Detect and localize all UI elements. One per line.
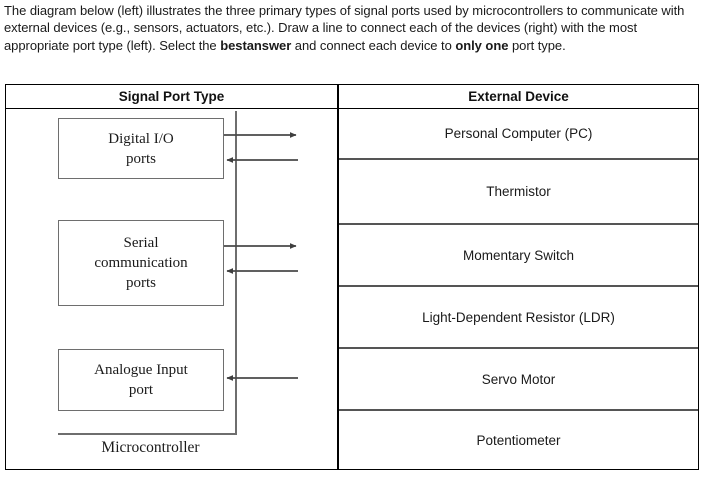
device-label: Personal Computer (PC)	[444, 126, 593, 141]
device-label: Thermistor	[486, 184, 551, 199]
device-label: Momentary Switch	[462, 247, 575, 263]
header-external-device: External Device	[468, 89, 569, 104]
port-box-line-2: port	[128, 382, 154, 398]
port-box-serial-communication[interactable]: Serial communication ports	[58, 220, 224, 306]
microcontroller-boundary-vertical	[235, 111, 237, 435]
port-box-line-1: Serial	[123, 235, 159, 251]
device-row-thermistor[interactable]: Thermistor	[339, 160, 698, 223]
question-instructions: The diagram below (left) illustrates the…	[4, 2, 694, 54]
device-label: Light-Dependent Resistor (LDR)	[422, 309, 615, 325]
intro-emphasis-answer: answer	[246, 37, 292, 53]
device-label: Potentiometer	[476, 432, 561, 448]
device-label: Servo Motor	[481, 371, 556, 387]
microcontroller-boundary-bottom	[58, 433, 237, 435]
port-box-line-2: ports	[126, 150, 156, 167]
device-row-servo-motor[interactable]: Servo Motor	[339, 349, 698, 409]
port-box-digital-io[interactable]: Digital I/O ports	[58, 118, 224, 179]
intro-line-2: microcontrollers to communicate with ext…	[4, 3, 685, 36]
port-box-line-1: Digital I/O	[108, 130, 174, 147]
port-box-analogue-input[interactable]: Analogue Input port	[58, 349, 224, 411]
device-row-ldr[interactable]: Light-Dependent Resistor (LDR)	[339, 287, 698, 347]
intro-emphasis-only-one: only one	[455, 37, 509, 53]
header-signal-port-type: Signal Port Type	[118, 89, 225, 104]
device-row-potentiometer[interactable]: Potentiometer	[339, 411, 698, 469]
port-box-line-1: Analogue Input	[94, 362, 188, 378]
intro-emphasis-best: best	[220, 37, 247, 53]
device-row-divider-4	[339, 347, 698, 349]
port-box-line-2: communication	[94, 255, 188, 271]
device-row-personal-computer[interactable]: Personal Computer (PC)	[339, 109, 698, 158]
microcontroller-diagram: Microcontroller Digital I/O ports Serial…	[6, 109, 337, 469]
device-row-divider-1	[339, 158, 698, 160]
intro-line-5: port type.	[508, 37, 566, 53]
device-row-divider-2	[339, 223, 698, 225]
intro-line-4: and connect each device to	[291, 37, 456, 53]
microcontroller-label: Microcontroller	[101, 439, 200, 456]
device-row-divider-3	[339, 285, 698, 287]
table-header-row: Signal Port Type External Device	[6, 85, 698, 109]
port-box-line-3: ports	[126, 275, 156, 291]
device-row-momentary-switch[interactable]: Momentary Switch	[339, 225, 698, 285]
intro-line-1: The diagram below (left) illustrates the…	[4, 3, 469, 18]
intro-line-3: to connect each of the devices (right) w…	[4, 20, 638, 53]
matching-table: Signal Port Type External Device Persona…	[5, 84, 699, 470]
column-divider	[337, 85, 339, 469]
device-row-divider-5	[339, 409, 698, 411]
